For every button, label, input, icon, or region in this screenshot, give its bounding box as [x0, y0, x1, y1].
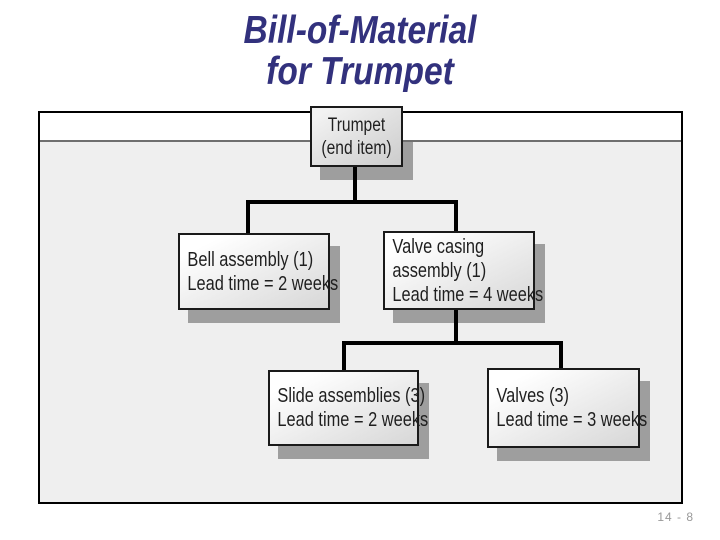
connector-valve-casing-down	[454, 309, 458, 343]
connector-to-valves	[559, 341, 563, 369]
node-label-line: assembly (1)	[392, 259, 487, 282]
node-label-line: Trumpet	[327, 114, 386, 136]
bom-node-valve-casing: Valve casing assembly (1) Lead time = 4 …	[383, 231, 544, 310]
bom-node-slide-assemblies: Slide assemblies (3) Lead time = 2 weeks	[268, 370, 429, 446]
bom-node-trumpet: Trumpet (end item)	[310, 106, 403, 167]
connector-to-valve-casing	[454, 200, 458, 232]
bom-node-valves: Valves (3) Lead time = 3 weeks	[487, 368, 648, 448]
node-label-line: Valve casing	[392, 235, 485, 258]
node-label-line: Lead time = 2 weeks	[277, 409, 429, 431]
page-number: 14 - 8	[657, 510, 694, 524]
connector-level2-branch	[342, 341, 563, 345]
node-label-line: Bell assembly (1)	[187, 248, 314, 271]
bom-node-bell-assembly: Bell assembly (1) Lead time = 2 weeks	[178, 233, 339, 310]
slide-title: Bill-of-Material for Trumpet	[50, 10, 669, 92]
connector-to-bell-assembly	[246, 200, 250, 234]
title-line-2: for Trumpet	[266, 50, 454, 93]
node-label-line: Lead time = 2 weeks	[187, 272, 339, 295]
bom-diagram-frame: Trumpet (end item) Bell assembly (1) Lea…	[38, 106, 683, 504]
connector-to-slide-assemblies	[342, 341, 346, 371]
title-line-1: Bill-of-Material	[243, 9, 477, 52]
node-label-line: Valves (3)	[496, 385, 569, 407]
node-label-line: Slide assemblies (3)	[277, 385, 426, 407]
node-label-line: (end item)	[321, 137, 392, 159]
connector-trumpet-down	[353, 167, 357, 202]
node-label-line: Lead time = 3 weeks	[496, 409, 648, 431]
node-label-line: Lead time = 4 weeks	[392, 283, 544, 306]
connector-level1-branch	[246, 200, 458, 204]
